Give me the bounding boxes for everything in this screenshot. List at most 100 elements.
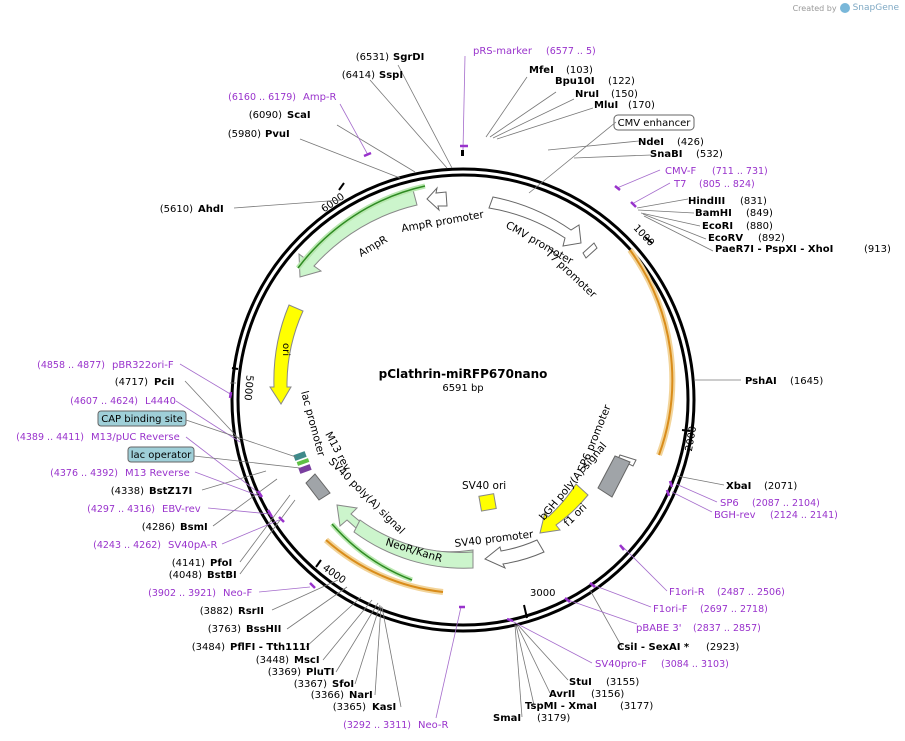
orange-bar-bottom-line [325,539,444,593]
primer-label: (3084 .. 3103) [661,659,729,670]
snapgene-logo-icon [839,3,850,13]
label-lac-promoter: lac promoter [298,390,327,459]
enzyme-label: (892) [758,233,785,244]
primer-mark [506,617,514,623]
primer-label: (805 .. 824) [699,179,755,190]
enzyme-labels-left: (6531) SgrDI (6414) SspI (6090) ScaI (59… [111,52,425,713]
primer-marks [228,144,674,623]
feature-sv40-promoter [484,539,545,570]
enzyme-label: XbaI [726,481,751,492]
cmv-enhancer-label: CMV enhancer [618,118,692,129]
enzyme-label: BsmI [180,522,208,533]
enzyme-label: (849) [746,208,773,219]
enzyme-label: (6531) [356,52,389,63]
orange-bar-top-right [627,248,676,457]
plasmid-length: 6591 bp [442,383,483,394]
primer-mark [278,516,285,523]
enzyme-label: BssHII [246,624,281,635]
feature-bgh-polya [597,455,631,498]
green-line-neor-inner [331,523,413,581]
primer-label: BGH-rev [714,510,756,521]
feature-f1-ori [539,483,589,534]
primer-mark [619,544,625,551]
primer-label: (4243 .. 4262) [93,540,161,551]
enzyme-label: KasI [372,702,396,713]
primer-label: pBABE 3' [636,623,682,634]
primer-mark [668,480,674,488]
enzyme-label: (4048) [169,570,202,581]
primer-label: (2087 .. 2104) [752,498,820,509]
enzyme-label: SmaI [493,713,521,724]
enzyme-label: (3177) [620,701,653,712]
snapgene-brand: Created by SnapGene [793,3,899,13]
primer-labels: pRS-marker (6577 .. 5) (6160 .. 6179) Am… [16,46,838,731]
primer-label: CMV-F [665,166,696,177]
primer-mark [363,151,372,158]
primer-label: (2124 .. 2141) [770,510,838,521]
enzyme-label: (880) [746,221,773,232]
primer-label: (6160 .. 6179) [228,92,296,103]
primer-label: Neo-F [223,588,253,599]
enzyme-label: (4338) [111,486,144,497]
primer-label: (2487 .. 2506) [717,587,785,598]
enzyme-label: (3448) [256,655,289,666]
enzyme-label: CsiI - SexAI * [617,642,690,653]
enzyme-label: Bpu10I [555,76,595,87]
enzyme-label: NruI [575,89,599,100]
green-line-ampr-inner [297,185,426,269]
enzyme-label: HindIII [688,196,725,207]
primer-label: Amp-R [303,92,337,103]
enzyme-label: PflFI - Tth111I [230,642,310,653]
feature-t7-promoter [582,242,598,259]
feature-neor-kanr [353,519,474,569]
primer-label: (4607 .. 4624) [70,396,138,407]
primer-label: (4389 .. 4411) [16,432,84,443]
primer-label: F1ori-F [653,604,688,615]
primer-label: pBR322ori-F [112,360,174,371]
enzyme-label: EcoRV [708,233,743,244]
feature-ampr-promoter [426,186,448,212]
enzyme-label: (3366) [311,690,344,701]
cap-binding-box [97,410,187,427]
feature-cmv-promoter [488,196,582,247]
boxed-labels: CMV enhancer CAP binding site lac operat… [97,114,695,469]
enzyme-label: (170) [628,100,655,111]
lac-operator-label: lac operator [131,450,192,461]
primer-mark [589,582,596,588]
primer-label: (711 .. 731) [712,166,768,177]
enzyme-label: (3484) [192,642,225,653]
enzyme-label: PvuI [265,129,290,140]
enzyme-label: (5610) [160,204,193,215]
enzyme-label: SspI [379,70,403,81]
enzyme-label: BamHI [695,208,732,219]
tick-label: 2000 [684,425,699,452]
primer-label: (6577 .. 5) [546,46,596,57]
enzyme-label: (3369) [268,667,301,678]
feature-neor-kanr-group [353,519,474,569]
primer-mark [564,597,571,603]
enzyme-label: SfoI [332,679,354,690]
label-sv40-ori: SV40 ori [462,480,506,492]
primer-label: M13 Reverse [125,468,190,479]
enzyme-label: (6090) [249,110,282,121]
feature-ori [269,304,304,405]
tick-label: 5000 [241,375,254,401]
feature-lac-promoter-box [305,473,331,501]
enzyme-label: NarI [349,690,373,701]
primer-label: EBV-rev [162,504,201,515]
enzyme-label: (6414) [342,70,375,81]
enzyme-label: RsrII [238,606,264,617]
enzyme-label: (3155) [606,677,639,688]
primer-mark [630,201,637,208]
enzyme-label: (1645) [790,376,823,387]
enzyme-label: SnaBI [650,149,682,160]
tick-label: 3000 [530,588,555,599]
enzyme-label: (4141) [172,558,205,569]
enzyme-label: EcoRI [702,221,733,232]
enzyme-label: MluI [594,100,618,111]
label-ampr-promoter: AmpR promoter [400,209,485,235]
enzyme-label: (913) [864,244,891,255]
primer-mark [309,582,316,589]
primer-label: (3292 .. 3311) [343,720,411,731]
